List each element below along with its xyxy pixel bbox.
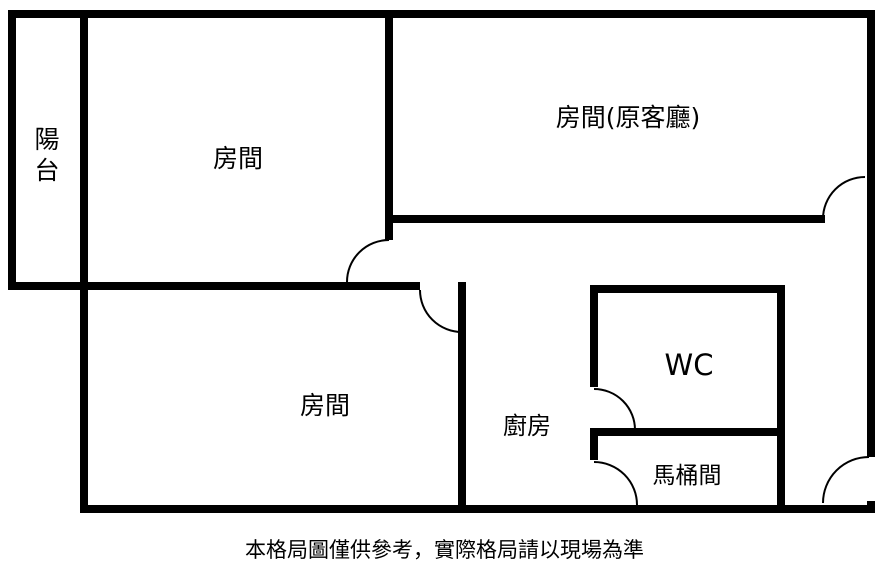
wc-label: WC	[664, 348, 714, 382]
wall-wc-left	[590, 285, 598, 387]
room-bottom-left-label: 房間	[299, 391, 350, 420]
wall-balcony-divider	[80, 10, 88, 290]
room-top-right-label: 房間(原客廳)	[555, 103, 701, 132]
wall-bottom-room-right	[458, 282, 466, 513]
door-arc-wc	[593, 388, 636, 431]
wall-wc-toilet-divider	[590, 428, 785, 436]
wall-bottom-outer	[80, 505, 875, 513]
wall-left-outer	[8, 10, 16, 290]
kitchen-label: 廚房	[503, 412, 551, 440]
wall-bottom-room-left	[80, 282, 88, 513]
wall-top-right-room-bottom	[385, 215, 825, 223]
wall-wc-top	[590, 285, 785, 293]
wall-right-outer-upper	[867, 10, 875, 457]
wall-mid-horizontal	[8, 282, 420, 290]
toilet-label: 馬桶間	[652, 463, 722, 489]
wall-wc-right	[777, 285, 785, 513]
caption: 本格局圖僅供參考，實際格局請以現場為準	[245, 538, 644, 562]
wall-top-outer	[8, 10, 875, 18]
room-top-left-label: 房間	[212, 144, 263, 173]
door-arc-room-top-left	[346, 239, 390, 283]
door-arc-room-top-right	[822, 176, 866, 220]
door-arc-toilet	[593, 461, 638, 506]
wall-top-rooms-divider	[385, 10, 393, 240]
door-arc-room-bottom-left	[419, 289, 463, 333]
balcony-label: 陽台	[34, 125, 60, 185]
door-arc-entrance	[822, 456, 870, 504]
wall-toilet-left	[590, 436, 598, 460]
